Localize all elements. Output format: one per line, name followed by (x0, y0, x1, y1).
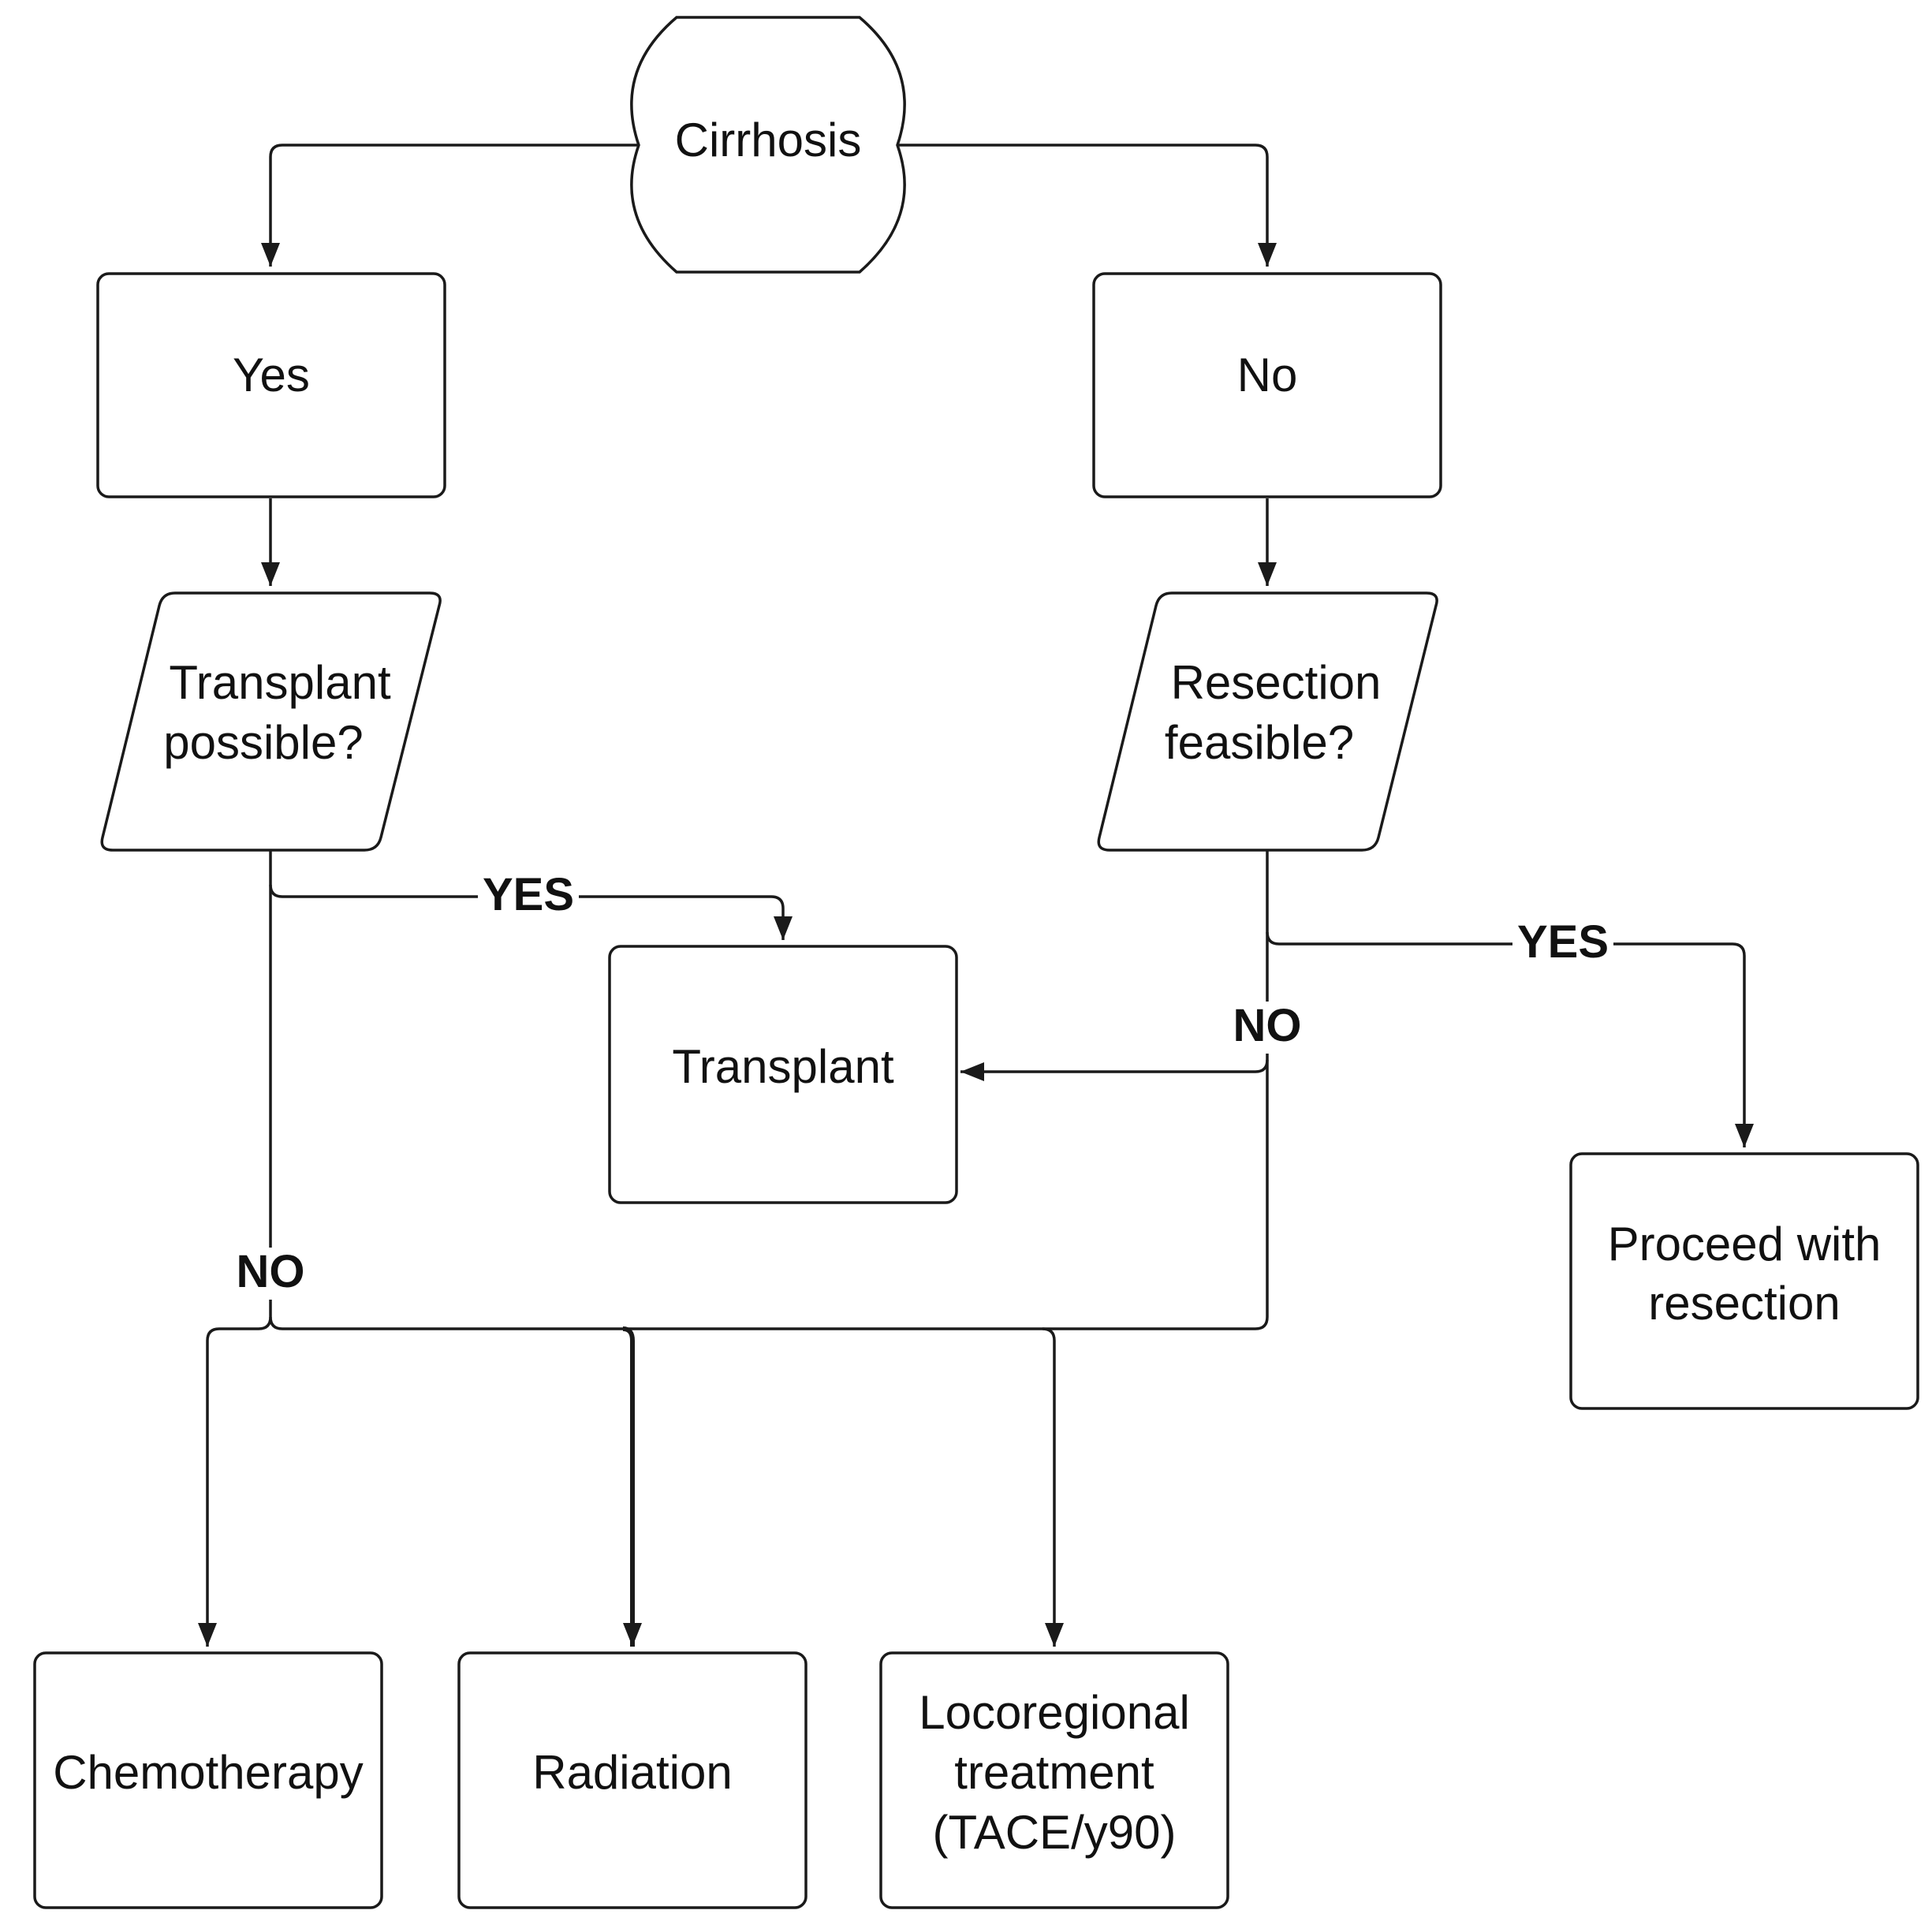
node-label-line-1: Resection (1171, 656, 1382, 709)
process-box (1569, 1152, 1919, 1410)
process-box (457, 1651, 807, 1909)
node-label-line-1: Proceed with (1608, 1218, 1882, 1270)
node-locoregional-treatment: Locoregional treatment (TACE/y90) (879, 1651, 1229, 1909)
node-label-line-1: Locoregional (919, 1686, 1190, 1739)
connector-resection-feasible-no-to-transplant (960, 932, 1269, 1081)
node-label: Transplant (672, 1040, 894, 1093)
edge-label-text: NO (1233, 1000, 1302, 1051)
node-resection-feasible: Resection feasible? (1097, 591, 1438, 852)
connector-resection-feasible-yes (1266, 850, 1754, 1147)
edge-label-transplant-yes: YES (478, 867, 579, 920)
node-label: Radiation (532, 1746, 733, 1799)
process-box (879, 1651, 1229, 1909)
edge-label-text: YES (1517, 916, 1609, 968)
connector-bus-to-radiation (622, 1326, 642, 1647)
node-label-line-2: possible? (163, 716, 364, 769)
node-transplant: Transplant (608, 945, 958, 1204)
node-yes: Yes (96, 272, 446, 498)
connector-bus-to-chemotherapy (198, 1316, 272, 1647)
node-cirrhosis: Cirrhosis (630, 16, 906, 274)
node-label: Yes (233, 349, 310, 401)
decision-parallelogram (100, 591, 442, 852)
edge-label-text: YES (483, 869, 574, 920)
node-label-line-2: feasible? (1165, 716, 1354, 769)
connector-cirrhosis-to-yes (261, 144, 639, 267)
edge-label-resection-yes: YES (1512, 915, 1613, 968)
node-label-line-2: treatment (954, 1746, 1154, 1799)
edge-label-transplant-no: NO (230, 1246, 311, 1300)
node-label: Chemotherapy (53, 1746, 364, 1799)
process-box (608, 945, 958, 1204)
connector-resection-feasible-no-to-bus (282, 1060, 1269, 1330)
node-proceed-with-resection: Proceed with resection (1569, 1152, 1919, 1410)
edge-label-resection-no: NO (1227, 1000, 1307, 1054)
process-box (33, 1651, 383, 1909)
node-transplant-possible: Transplant possible? (100, 591, 442, 852)
node-radiation: Radiation (457, 1651, 807, 1909)
node-label: No (1237, 349, 1298, 401)
node-label: Cirrhosis (675, 114, 862, 166)
node-no: No (1092, 272, 1442, 498)
terminator-shape (630, 16, 906, 274)
node-label-line-1: Transplant (169, 656, 391, 709)
node-label-line-2: resection (1648, 1277, 1840, 1330)
connector-bus-to-locoregional (1042, 1327, 1064, 1647)
edge-label-text: NO (237, 1246, 305, 1297)
process-box (1092, 272, 1442, 498)
node-label-line-3: (TACE/y90) (933, 1806, 1177, 1859)
connector-cirrhosis-to-no (897, 144, 1277, 267)
process-box (96, 272, 446, 498)
node-chemotherapy: Chemotherapy (33, 1651, 383, 1909)
decision-parallelogram (1097, 591, 1438, 852)
